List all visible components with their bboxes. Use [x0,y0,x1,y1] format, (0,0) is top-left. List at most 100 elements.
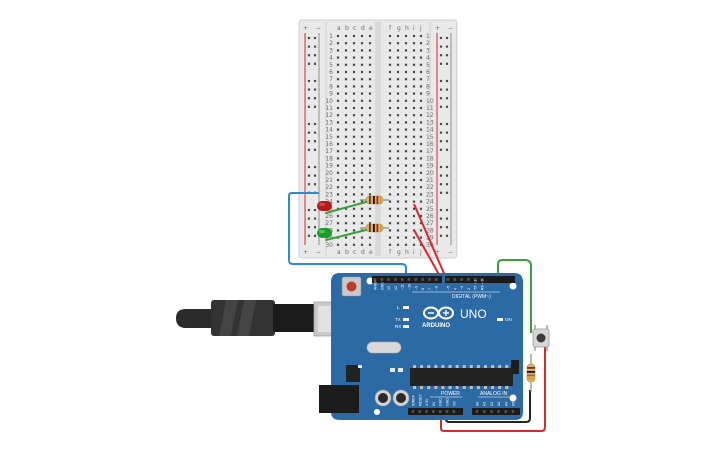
breadboard-hole[interactable] [412,178,416,182]
rail-hole[interactable] [439,62,443,65]
digital-pin-hole[interactable] [373,278,377,281]
breadboard-hole[interactable] [344,222,348,225]
breadboard-hole[interactable] [344,85,348,88]
rail-hole[interactable] [307,45,311,48]
rail-hole[interactable] [445,62,449,65]
breadboard-hole[interactable] [368,142,372,146]
digital-pin-hole[interactable] [460,278,463,281]
digital-pin-hole[interactable] [453,278,457,281]
breadboard-hole[interactable] [404,171,408,174]
breadboard-hole[interactable] [344,243,348,246]
breadboard-hole[interactable] [396,200,400,203]
rail-hole[interactable] [439,122,443,126]
digital-pin-hole[interactable] [407,278,411,281]
breadboard-hole[interactable] [404,99,408,102]
breadboard-hole[interactable] [344,142,348,146]
breadboard-hole[interactable] [419,63,423,66]
digital-pin-hole[interactable] [467,278,470,281]
breadboard-hole[interactable] [419,114,423,117]
breadboard-hole[interactable] [352,214,356,218]
breadboard-hole[interactable] [419,34,423,38]
breadboard-hole[interactable] [352,186,356,189]
wire-green-led1[interactable] [325,201,367,214]
rail-hole[interactable] [439,105,443,108]
rail-hole[interactable] [307,97,311,100]
digital-pin-hole[interactable] [387,278,390,281]
analog-pin-hole[interactable] [490,410,493,413]
breadboard-hole[interactable] [344,207,348,210]
breadboard[interactable]: + − + − + − + − a b c d e f g h i j a b … [298,19,458,259]
rail-hole[interactable] [445,183,449,186]
breadboard-hole[interactable] [344,70,348,74]
breadboard-hole[interactable] [336,186,340,189]
breadboard-hole[interactable] [360,114,364,117]
wire-red-5v[interactable] [440,343,546,432]
breadboard-hole[interactable] [360,49,364,52]
breadboard-hole[interactable] [412,236,416,239]
breadboard-hole[interactable] [360,150,364,153]
breadboard-hole[interactable] [388,49,392,52]
breadboard-hole[interactable] [388,193,392,196]
rail-hole[interactable] [445,148,449,151]
breadboard-hole[interactable] [352,49,356,52]
rail-hole[interactable] [307,88,311,91]
breadboard-hole[interactable] [368,106,372,110]
breadboard-hole[interactable] [412,63,416,66]
breadboard-hole[interactable] [388,78,392,81]
breadboard-hole[interactable] [388,114,392,117]
rail-hole[interactable] [445,234,449,237]
breadboard-hole[interactable] [368,114,372,117]
breadboard-hole[interactable] [396,243,400,246]
breadboard-hole[interactable] [368,157,372,160]
rail-hole[interactable] [307,148,311,151]
breadboard-hole[interactable] [396,157,400,160]
breadboard-hole[interactable] [404,164,408,167]
rail-hole[interactable] [313,122,317,126]
breadboard-hole[interactable] [344,229,348,232]
breadboard-hole[interactable] [404,121,408,124]
digital-pin-hole[interactable] [473,278,477,281]
breadboard-hole[interactable] [336,142,340,146]
breadboard-hole[interactable] [344,114,348,117]
digital-pin-header[interactable] [372,276,515,283]
breadboard-hole[interactable] [404,114,408,117]
breadboard-hole[interactable] [344,121,348,124]
breadboard-hole[interactable] [388,229,392,232]
breadboard-hole[interactable] [396,56,400,59]
breadboard-hole[interactable] [412,157,416,160]
rail-hole[interactable] [445,208,449,212]
breadboard-hole[interactable] [388,178,392,182]
reset-button[interactable] [341,276,362,297]
breadboard-hole[interactable] [419,186,423,189]
breadboard-hole[interactable] [388,200,392,203]
breadboard-hole[interactable] [360,42,364,45]
breadboard-hole[interactable] [360,164,364,167]
rail-hole[interactable] [445,131,449,134]
breadboard-hole[interactable] [352,243,356,246]
breadboard-hole[interactable] [396,207,400,210]
breadboard-hole[interactable] [412,243,416,246]
breadboard-hole[interactable] [344,42,348,45]
breadboard-hole[interactable] [412,85,416,88]
breadboard-hole[interactable] [336,128,340,131]
breadboard-hole[interactable] [419,214,423,218]
breadboard-hole[interactable] [344,150,348,153]
breadboard-hole[interactable] [388,121,392,124]
breadboard-hole[interactable] [404,142,408,146]
breadboard-hole[interactable] [368,222,372,225]
breadboard-hole[interactable] [368,128,372,131]
pushbutton-icon[interactable] [532,325,550,351]
breadboard-hole[interactable] [388,207,392,210]
breadboard-hole[interactable] [404,222,408,225]
breadboard-hole[interactable] [419,193,423,196]
breadboard-hole[interactable] [404,70,408,74]
breadboard-hole[interactable] [396,121,400,124]
breadboard-hole[interactable] [352,121,356,124]
breadboard-hole[interactable] [360,70,364,74]
breadboard-hole[interactable] [404,49,408,52]
rail-hole[interactable] [439,183,443,186]
breadboard-hole[interactable] [412,171,416,174]
breadboard-hole[interactable] [404,157,408,160]
breadboard-hole[interactable] [344,171,348,174]
